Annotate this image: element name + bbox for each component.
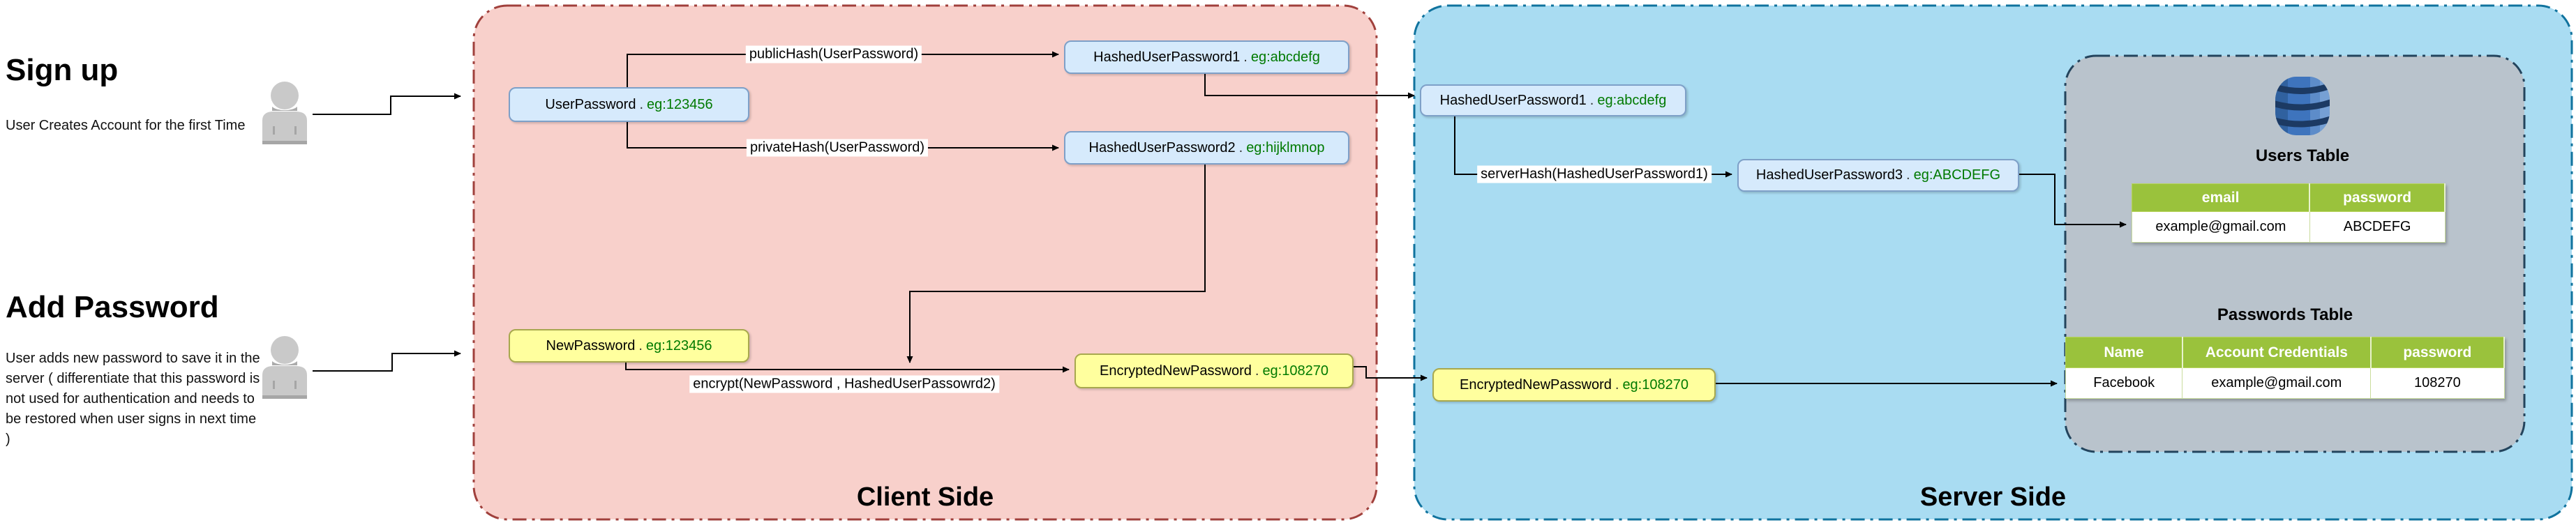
- node-label: UserPassword: [545, 96, 636, 112]
- user-icon: [262, 336, 307, 399]
- connector-hashed3-to-users-table: [2016, 174, 2127, 228]
- node-label: HashedUserPassword3: [1755, 167, 1903, 183]
- node-separator: .: [638, 337, 643, 353]
- user-icon: [262, 82, 307, 144]
- node-label: EncryptedNewPassword: [1460, 376, 1612, 393]
- node-label: HashedUserPassword2: [1088, 139, 1236, 155]
- node-hashed-user-password1-server: HashedUserPassword1 . eg:abcdefg: [1420, 84, 1686, 116]
- users-table-header-email: email: [2132, 183, 2311, 212]
- node-label: HashedUserPassword1: [1439, 92, 1587, 108]
- add-password-heading: Add Password: [6, 290, 219, 324]
- node-new-password: NewPassword . eg:123456: [509, 329, 749, 363]
- table-row: Facebook example@gmail.com 108270: [2065, 367, 2505, 399]
- node-separator: .: [1589, 92, 1594, 108]
- passwords-table-header-password: password: [2370, 337, 2506, 368]
- passwords-table-title: Passwords Table: [2217, 305, 2353, 324]
- node-label: EncryptedNewPassword: [1100, 363, 1252, 379]
- connector-encrypted-to-server: [1351, 366, 1428, 381]
- node-example: eg:hijklmnop: [1246, 139, 1325, 155]
- node-encrypted-new-password-server: EncryptedNewPassword . eg:108270: [1432, 368, 1716, 402]
- signup-heading: Sign up: [6, 53, 119, 87]
- users-table-header-password: password: [2309, 183, 2446, 212]
- node-separator: .: [639, 96, 644, 112]
- connector-addpassword-user-to-client: [313, 350, 461, 372]
- passwords-table-cell-name: Facebook: [2065, 367, 2183, 399]
- node-example: eg:108270: [1622, 376, 1688, 393]
- node-separator: .: [1238, 139, 1243, 155]
- database-icon: [2275, 77, 2330, 135]
- node-separator: .: [1615, 376, 1619, 393]
- node-separator: .: [1255, 363, 1259, 379]
- users-table-title: Users Table: [2255, 146, 2350, 165]
- connector-hashed2-to-encrypt: [906, 162, 1206, 363]
- node-separator: .: [1906, 167, 1910, 183]
- add-password-description: User adds new password to save it in the…: [6, 351, 260, 447]
- users-table: email password example@gmail.com ABCDEFG: [2132, 183, 2446, 243]
- node-example: eg:108270: [1262, 363, 1328, 379]
- users-table-cell-password: ABCDEFG: [2309, 211, 2446, 243]
- passwords-table-cell-password: 108270: [2370, 367, 2505, 399]
- passwords-table-header-name: Name: [2065, 337, 2183, 368]
- client-side-label: Client Side: [856, 482, 994, 512]
- node-example: eg:123456: [647, 96, 713, 112]
- node-hashed-user-password1-client: HashedUserPassword1 . eg:abcdefg: [1064, 40, 1349, 74]
- passwords-table-header-credentials: Account Credentials: [2182, 337, 2372, 368]
- node-separator: .: [1243, 49, 1248, 65]
- node-hashed-user-password3-server: HashedUserPassword3 . eg:ABCDEFG: [1737, 159, 2019, 192]
- connector-encrypt: [625, 360, 1070, 373]
- node-label: HashedUserPassword1: [1093, 49, 1241, 65]
- edge-label-serverhash: serverHash(HashedUserPassword1): [1477, 165, 1712, 183]
- connector-hashed1-to-server: [1204, 71, 1415, 99]
- signup-description: User Creates Account for the first Time: [6, 118, 246, 133]
- edge-label-publichash: publicHash(UserPassword): [745, 45, 922, 63]
- passwords-table: Name Account Credentials password Facebo…: [2065, 337, 2506, 399]
- server-side-label: Server Side: [1919, 482, 2067, 512]
- node-hashed-user-password2-client: HashedUserPassword2 . eg:hijklmnop: [1064, 131, 1349, 165]
- users-table-cell-email: example@gmail.com: [2132, 211, 2310, 243]
- edge-label-privatehash: privateHash(UserPassword): [746, 139, 929, 157]
- passwords-table-cell-credentials: example@gmail.com: [2182, 367, 2372, 399]
- node-label: NewPassword: [546, 337, 636, 353]
- edge-label-encrypt: encrypt(NewPassword , HashedUserPassowrd…: [689, 375, 999, 393]
- node-example: eg:123456: [645, 337, 712, 353]
- table-row: example@gmail.com ABCDEFG: [2132, 211, 2446, 243]
- node-example: eg:ABCDEFG: [1913, 167, 2001, 183]
- node-encrypted-new-password-client: EncryptedNewPassword . eg:108270: [1074, 353, 1354, 388]
- node-example: eg:abcdefg: [1250, 49, 1320, 65]
- node-example: eg:abcdefg: [1597, 92, 1667, 108]
- node-user-password: UserPassword . eg:123456: [509, 87, 749, 122]
- connector-signup-user-to-client: [313, 93, 461, 115]
